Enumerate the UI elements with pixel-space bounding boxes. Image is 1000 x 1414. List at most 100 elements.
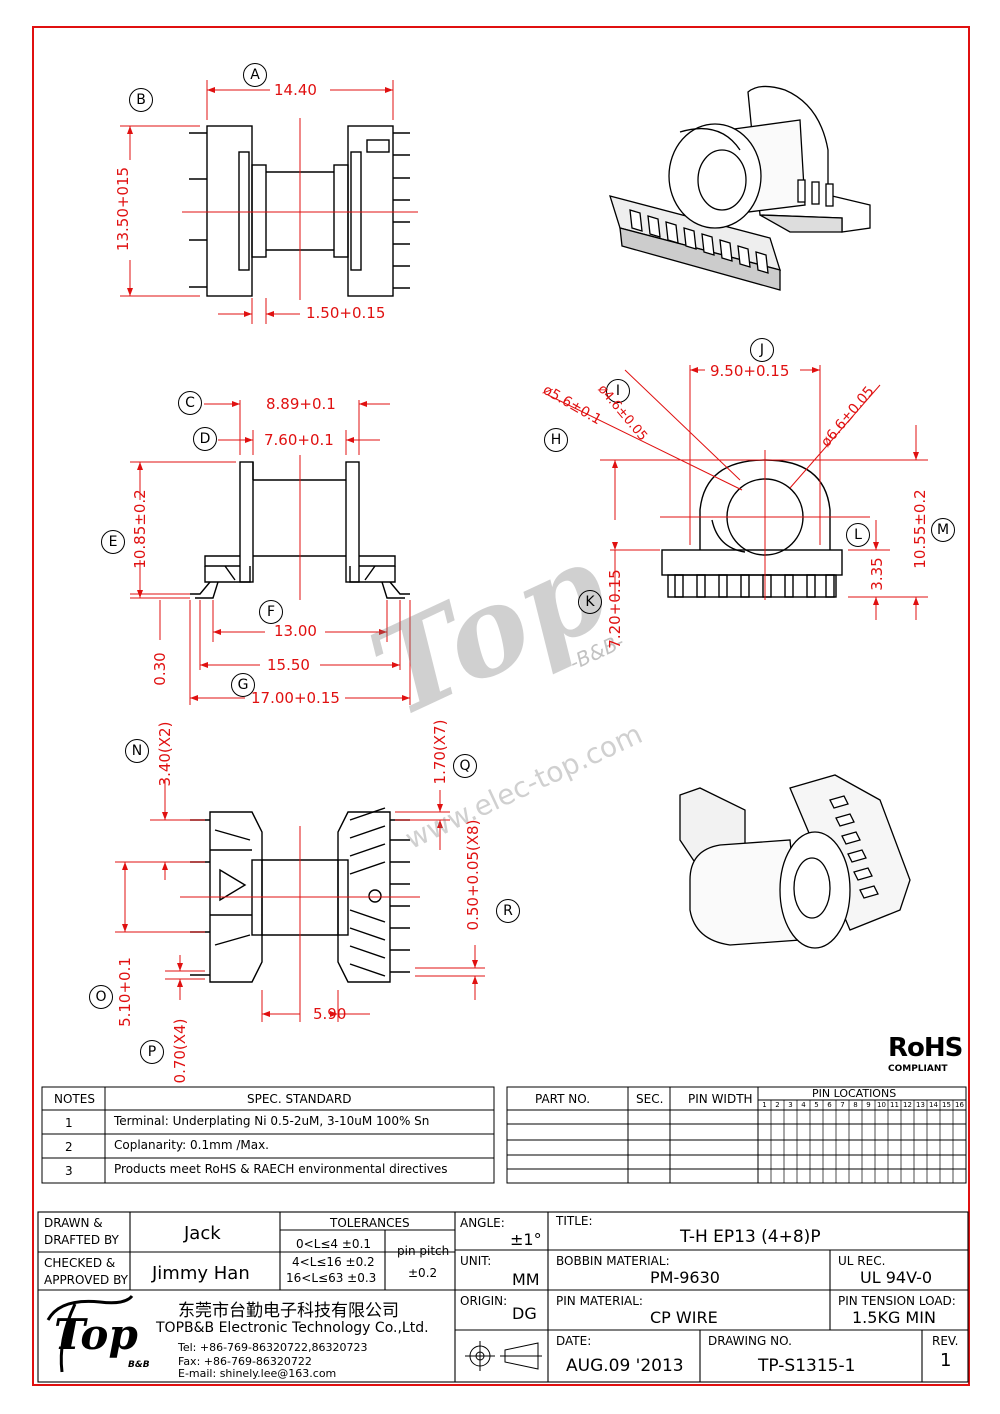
dwg-number: TP-S1315-1 [758,1356,856,1376]
pin-location-9: 9 [866,1101,871,1109]
parts-head-pin-width: PIN WIDTH [688,1092,753,1106]
dim-3-40: 3.40(X2) [156,721,174,787]
parts-head-part: PART NO. [535,1092,591,1106]
label-q: Q [453,754,477,778]
projection-symbol [465,1341,542,1371]
notes-head-spec: SPEC. STANDARD [247,1092,352,1106]
sheet-border [32,26,970,1386]
rev: 1 [940,1350,952,1371]
pin-location-14: 14 [929,1101,938,1109]
label-j: J [750,338,774,362]
pin-location-2: 2 [775,1101,780,1109]
label-d: D [193,427,217,451]
drawn-by: Jack [184,1223,221,1244]
note-row-1-text: Terminal: Underplating Ni 0.5-2uM, 3-10u… [114,1114,430,1128]
title: T-H EP13 (4+8)P [680,1227,821,1247]
dim-5-90: 5.90 [313,1005,347,1023]
label-m: M [931,518,955,542]
dim-1-50: 1.50+0.15 [306,304,386,322]
bobbin: PM-9630 [650,1268,720,1287]
pin-pitch-label: pin pitch [397,1244,450,1258]
dim-13-50: 13.50+015 [114,166,132,252]
tol-2: 4<L≤16 ±0.2 [292,1255,375,1269]
tol-3: 16<L≤63 ±0.3 [286,1271,377,1285]
label-g: G [231,673,255,697]
note-row-1-num: 1 [65,1116,73,1130]
label-c: C [178,391,202,415]
pin-location-1: 1 [762,1101,767,1109]
note-row-3-num: 3 [65,1164,73,1178]
logo-sub: B&B [128,1360,150,1370]
logo-text: Top [54,1310,138,1359]
label-i: I [606,379,630,403]
note-row-2-num: 2 [65,1140,73,1154]
label-n: N [125,739,149,763]
note-row-2-text: Coplanarity: 0.1mm /Max. [114,1138,269,1152]
notes-table-lines [41,1086,495,1184]
drawn-by-label: DRAWN & DRAFTED BY [44,1216,119,1247]
label-o: O [89,985,113,1009]
top-view [189,125,410,297]
unit: MM [512,1270,540,1289]
tension-label: PIN TENSION LOAD: [838,1294,956,1308]
company-email: E-mail: shinely.lee@163.com [178,1367,337,1380]
pin-location-11: 11 [890,1101,899,1109]
pin-pitch: ±0.2 [408,1266,438,1280]
pin-location-16: 16 [955,1101,964,1109]
rev-label: REV. [932,1334,959,1348]
iso-view-2 [679,774,911,949]
tol-1: 0<L≤4 ±0.1 [296,1237,372,1251]
dim-3-35: 3.35 [868,557,886,591]
dim-0-70: 0.70(X4) [171,1018,189,1084]
pin-mat-label: PIN MATERIAL: [556,1294,643,1308]
pin-mat: CP WIRE [650,1308,718,1327]
label-a: A [243,63,267,87]
note-row-3-text: Products meet RoHS & RAECH environmental… [114,1162,448,1176]
pin-location-3: 3 [788,1101,793,1109]
label-p: P [140,1040,164,1064]
dim-0-50: 0.50+0.05(X8) [464,819,482,931]
dim-1-70: 1.70(X7) [431,719,449,785]
ul: UL 94V-0 [860,1268,933,1287]
parts-head-pin-loc: PIN LOCATIONS [812,1087,897,1100]
dim-14-40: 14.40 [274,81,317,99]
company-tel: Tel: +86-769-86320722,86320723 [178,1341,368,1354]
company-en: TOPB&B Electronic Technology Co.,Ltd. [156,1320,429,1336]
company-logo [46,1294,134,1373]
company-fax: Fax: +86-769-86320722 [178,1355,312,1368]
unit-label: UNIT: [460,1254,492,1268]
dim-9-50: 9.50+0.15 [710,362,790,380]
iso-view-1 [609,85,871,291]
tension: 1.5KG MIN [852,1308,936,1327]
rohs-mark: RoHS [888,1033,963,1063]
company-cn: 东莞市台勤电子科技有限公司 [178,1301,399,1321]
title-label: TITLE: [556,1214,593,1228]
checked-label: CHECKED & APPROVED BY [44,1256,129,1287]
pin-location-7: 7 [840,1101,845,1109]
pin-location-15: 15 [942,1101,951,1109]
dim-10-85: 10.85±0.2 [131,489,149,569]
label-h: H [544,428,568,452]
origin-label: ORIGIN: [460,1294,508,1308]
bottom-view [190,807,410,983]
pin-location-6: 6 [827,1101,832,1109]
dim-17-00: 17.00+0.15 [251,689,340,707]
dim-13-00: 13.00 [274,622,317,640]
label-e: E [101,530,125,554]
label-r: R [496,899,520,923]
parts-head-sec: SEC. [636,1092,664,1106]
dim-0-30: 0.30 [151,652,169,686]
dim-7-20: 7.20+0.15 [606,569,624,649]
dim-5-10: 5.10+0.1 [116,957,134,1027]
rohs-sub: COMPLIANT [888,1064,948,1074]
pin-location-12: 12 [903,1101,912,1109]
dim-10-55: 10.55±0.2 [911,489,929,569]
label-f: F [259,600,283,624]
label-k: K [578,590,602,614]
dim-8-89: 8.89+0.1 [266,395,336,413]
pin-location-4: 4 [801,1101,806,1109]
angle: ±1° [510,1230,542,1249]
date-label: DATE: [556,1334,592,1348]
